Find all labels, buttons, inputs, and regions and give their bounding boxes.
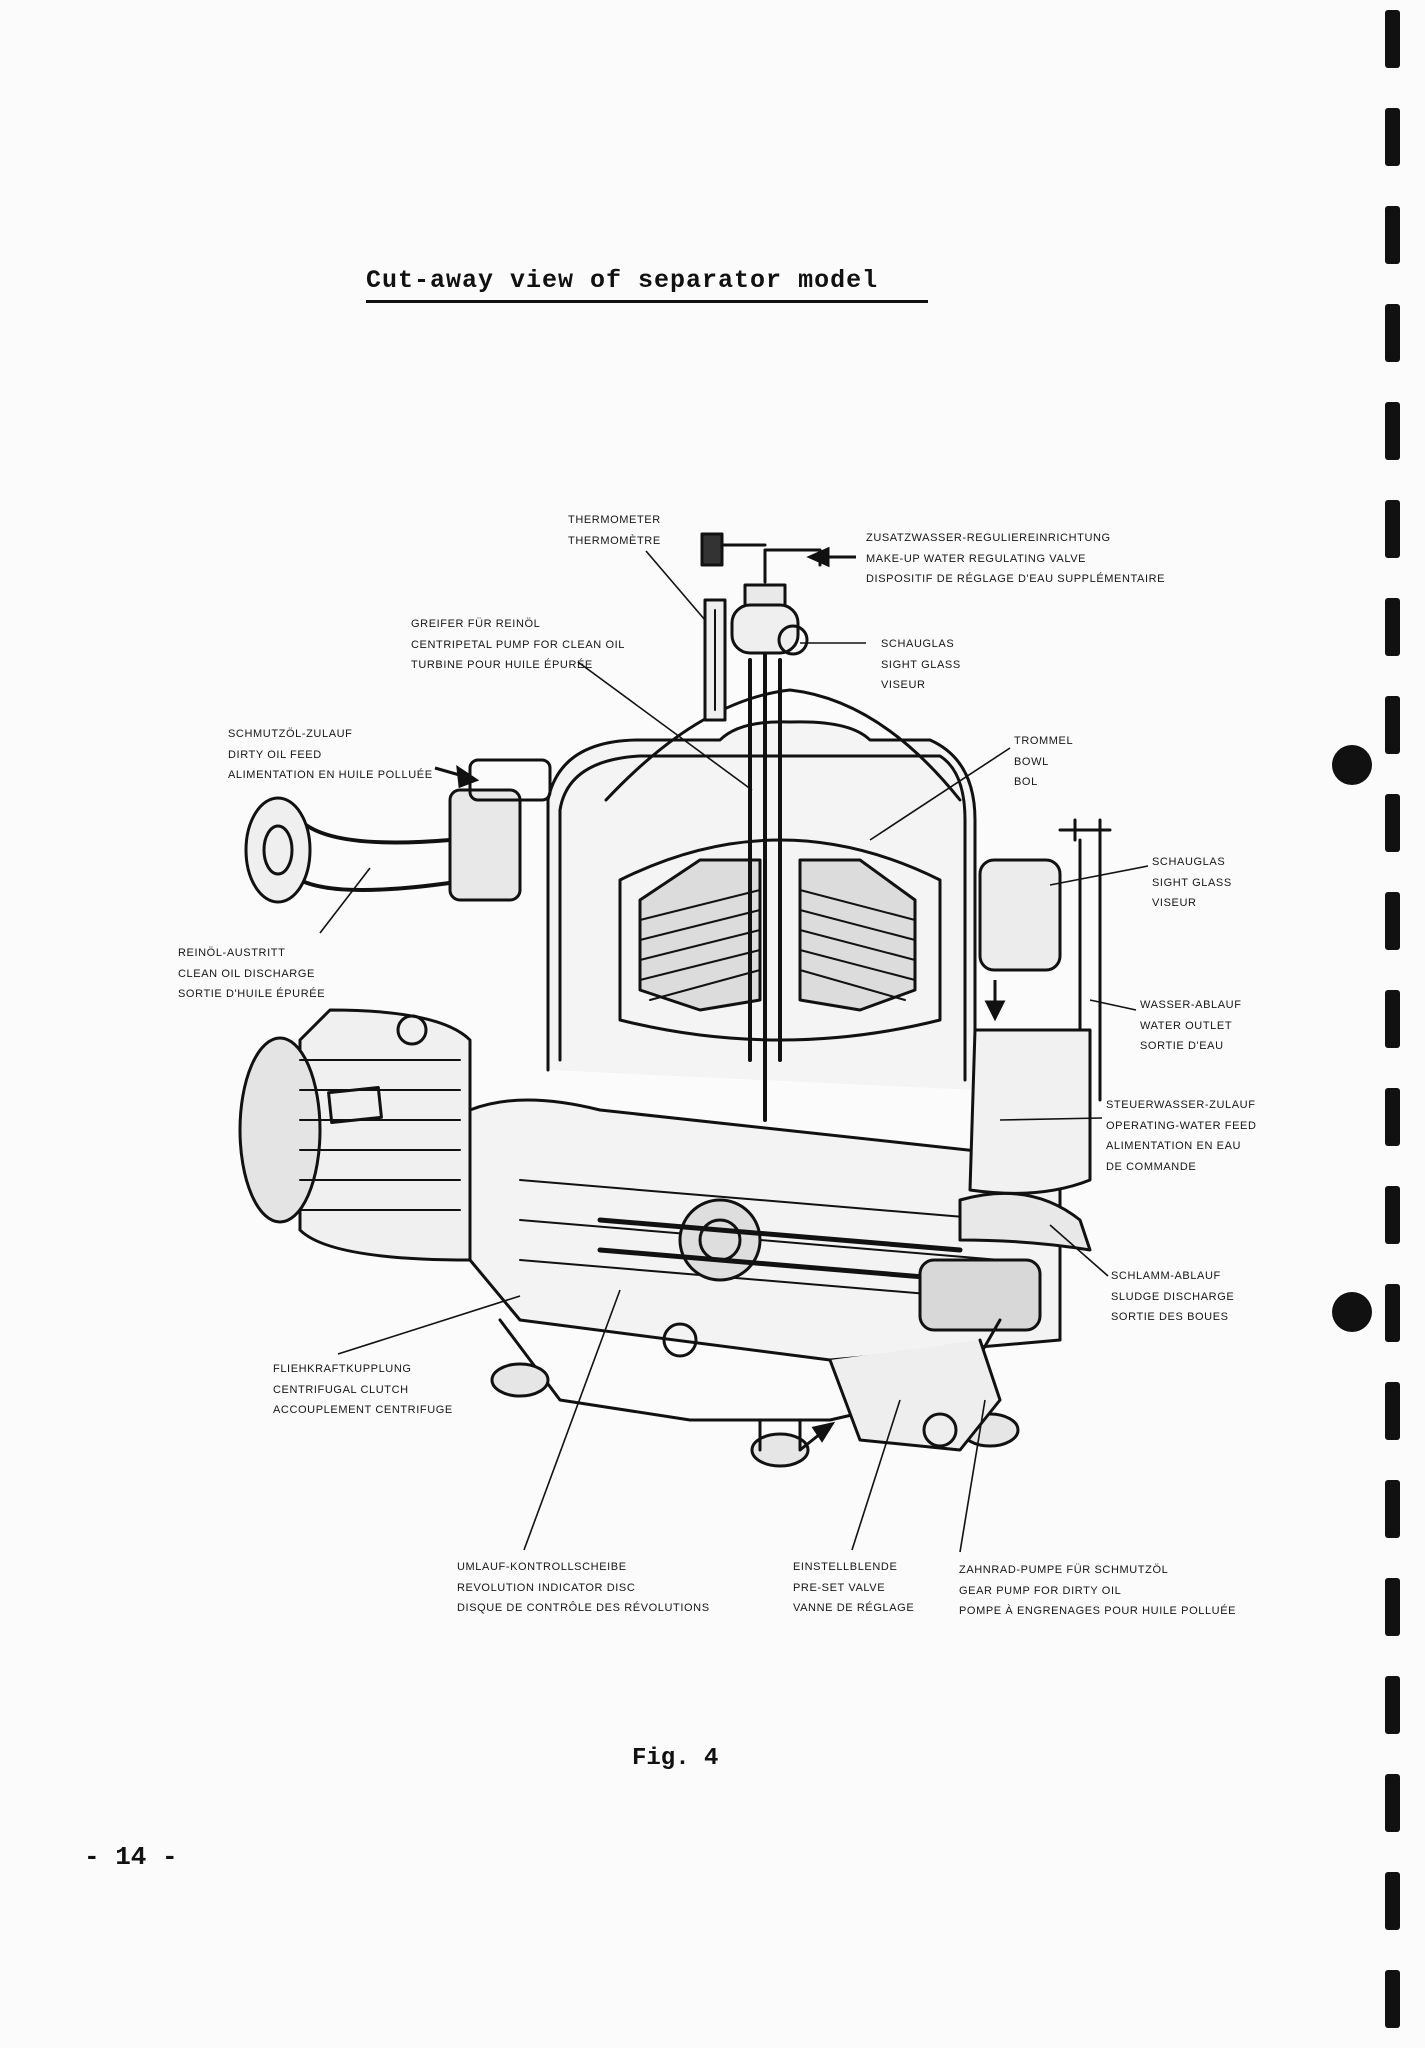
label-makeup-water-valve: ZUSATZWASSER-REGULIEREINRICHTUNG MAKE-UP… bbox=[866, 532, 1166, 585]
label-operating-water-feed: STEUERWASSER-ZULAUF OPERATING-WATER FEED… bbox=[1106, 1099, 1257, 1173]
binding-mark bbox=[1385, 10, 1400, 68]
binding-mark bbox=[1385, 990, 1400, 1048]
page-number: - 14 - bbox=[84, 1842, 178, 1872]
binding-mark bbox=[1385, 1774, 1400, 1832]
binding-mark bbox=[1385, 892, 1400, 950]
punch-hole bbox=[1332, 1292, 1372, 1332]
label-revolution-indicator-disc: UMLAUF-KONTROLLSCHEIBE REVOLUTION INDICA… bbox=[457, 1561, 710, 1614]
binding-mark bbox=[1385, 1578, 1400, 1636]
binding-mark bbox=[1385, 1480, 1400, 1538]
binding-mark bbox=[1385, 108, 1400, 166]
figure-caption: Fig. 4 bbox=[632, 1745, 719, 1772]
label-gear-pump: ZAHNRAD-PUMPE FÜR SCHMUTZÖL GEAR PUMP FO… bbox=[959, 1564, 1237, 1617]
binding-mark bbox=[1385, 500, 1400, 558]
label-sight-glass-top: SCHAUGLAS SIGHT GLASS VISEUR bbox=[881, 638, 961, 691]
binding-mark bbox=[1385, 1186, 1400, 1244]
label-centrifugal-clutch: FLIEHKRAFTKUPPLUNG CENTRIFUGAL CLUTCH AC… bbox=[273, 1363, 453, 1416]
binding-mark bbox=[1385, 1382, 1400, 1440]
label-sight-glass-right: SCHAUGLAS SIGHT GLASS VISEUR bbox=[1152, 856, 1232, 909]
binding-mark bbox=[1385, 1970, 1400, 2028]
label-centripetal-pump: GREIFER FÜR REINÖL CENTRIPETAL PUMP FOR … bbox=[411, 618, 626, 671]
label-clean-oil-discharge: REINÖL-AUSTRITT CLEAN OIL DISCHARGE SORT… bbox=[178, 947, 326, 1000]
page-title: Cut-away view of separator model bbox=[366, 266, 928, 303]
label-water-outlet: WASSER-ABLAUF WATER OUTLET SORTIE D'EAU bbox=[1140, 999, 1242, 1052]
label-sludge-discharge: SCHLAMM-ABLAUF SLUDGE DISCHARGE SORTIE D… bbox=[1111, 1270, 1235, 1323]
binding-mark bbox=[1385, 206, 1400, 264]
label-dirty-oil-feed: SCHMUTZÖL-ZULAUF DIRTY OIL FEED ALIMENTA… bbox=[228, 728, 433, 781]
binding-mark bbox=[1385, 696, 1400, 754]
label-preset-valve: EINSTELLBLENDE PRE-SET VALVE VANNE DE RÉ… bbox=[793, 1561, 915, 1614]
label-thermometer: THERMOMETER THERMOMÈTRE bbox=[568, 514, 661, 547]
label-bowl: TROMMEL BOWL BOL bbox=[1014, 735, 1074, 788]
binding-mark bbox=[1385, 1676, 1400, 1734]
binding-mark bbox=[1385, 304, 1400, 362]
binding-mark bbox=[1385, 1284, 1400, 1342]
punch-hole bbox=[1332, 745, 1372, 785]
binding-mark bbox=[1385, 1088, 1400, 1146]
binding-mark bbox=[1385, 598, 1400, 656]
binding-mark bbox=[1385, 1872, 1400, 1930]
binding-mark bbox=[1385, 794, 1400, 852]
binding-mark bbox=[1385, 402, 1400, 460]
